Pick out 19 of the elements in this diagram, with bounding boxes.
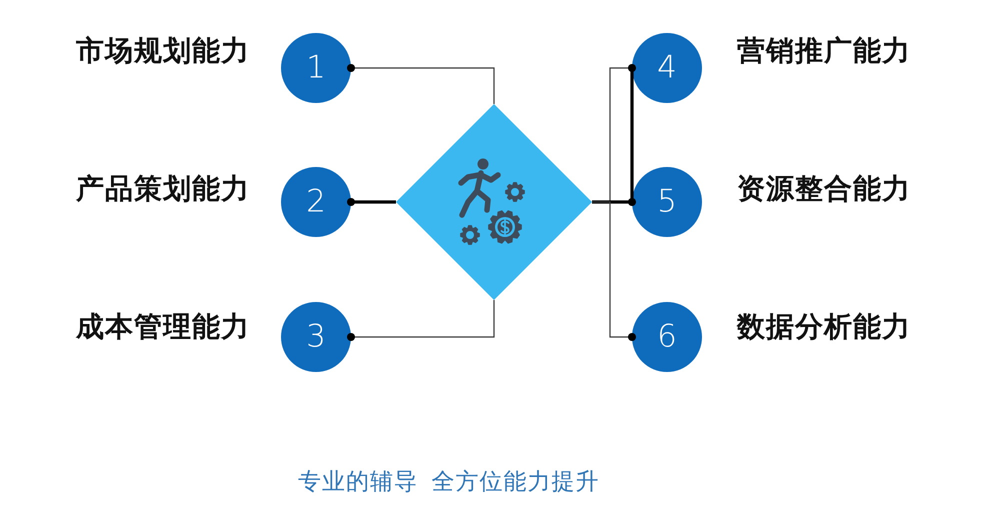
- skill-label: 市场规划能力: [76, 37, 250, 65]
- caption: 专业的辅导 全方位能力提升: [298, 470, 600, 493]
- step-number: 4: [657, 52, 677, 84]
- skill-label: 成本管理能力: [76, 313, 250, 341]
- connector-line: [592, 201, 636, 341]
- connector-line: [347, 300, 495, 341]
- skill-label: 资源整合能力: [737, 175, 911, 203]
- connector-line: [592, 198, 636, 206]
- skill-label: 营销推广能力: [737, 37, 911, 65]
- diamond: [396, 104, 592, 300]
- step-number: 6: [657, 322, 677, 352]
- step-number: 2: [306, 186, 326, 218]
- step-number: 1: [306, 52, 326, 84]
- connector-line: [347, 64, 495, 104]
- step-number: 3: [306, 322, 326, 352]
- connector-line: [347, 198, 396, 206]
- step-number: 5: [657, 186, 677, 218]
- skill-label: 数据分析能力: [737, 313, 911, 341]
- skill-label: 产品策划能力: [76, 175, 250, 203]
